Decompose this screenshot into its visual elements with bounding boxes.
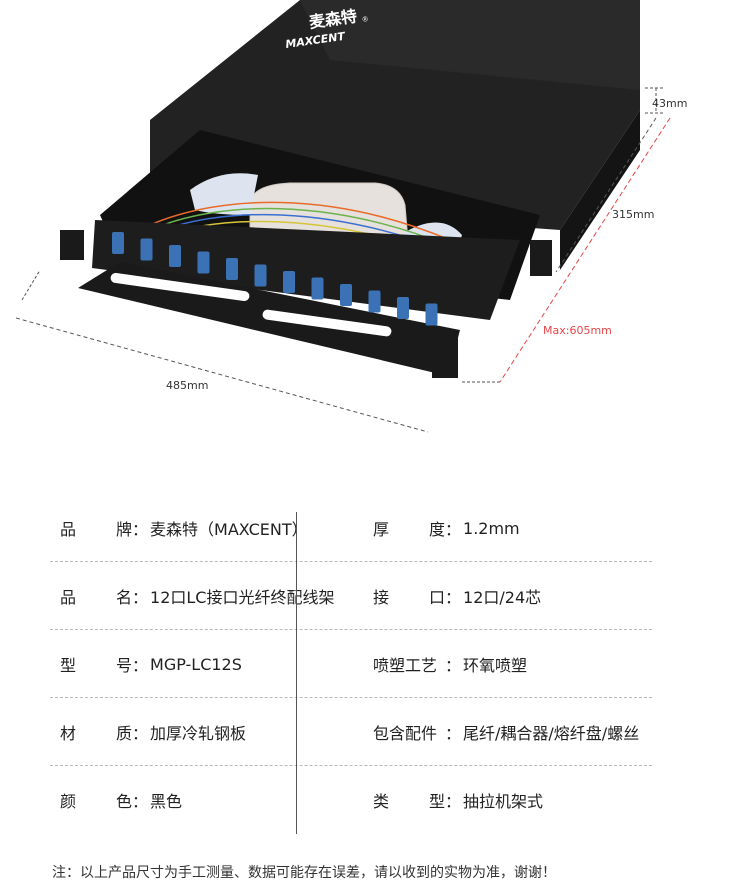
spec-row-separator: [50, 697, 652, 698]
spec-row: 品名：12口LC接口光纤终配线架接口：12口/24芯: [50, 562, 652, 630]
logo-mark: ®: [361, 15, 369, 24]
spec-label-char: 颜: [60, 792, 77, 811]
spec-label: 颜色: [60, 788, 132, 812]
spec-label-char: 型: [428, 792, 445, 811]
spec-row: 品牌：麦森特（MAXCENT）厚度：1.2mm: [50, 494, 652, 562]
spec-colon: ：: [132, 724, 149, 743]
spec-label-char: 厚: [373, 520, 390, 539]
spec-label-char: 型: [60, 656, 77, 675]
mount-ear-left: [60, 230, 84, 260]
spec-label-char: 喷塑工艺: [373, 656, 438, 675]
spec-cell-right: 包含配件 ：尾纤/耦合器/熔纤盘/螺丝: [373, 698, 663, 766]
lc-adapter: [169, 245, 181, 267]
spec-label-char: 品: [60, 588, 77, 607]
spec-label: 厚度: [373, 516, 445, 540]
spec-label-char: 类: [373, 792, 390, 811]
spec-row-separator: [50, 629, 652, 630]
spec-cell-left: 材质：加厚冷轧钢板: [60, 698, 350, 766]
spec-label: 包含配件: [373, 720, 445, 744]
lc-adapter: [311, 277, 324, 300]
lc-adapter: [140, 238, 153, 261]
spec-value: 加厚冷轧钢板: [150, 724, 247, 743]
spec-label-char: 质: [115, 724, 132, 743]
spec-colon: ：: [132, 588, 149, 607]
lc-adapter: [112, 232, 124, 254]
lc-adapter: [226, 258, 238, 280]
spec-row: 材质：加厚冷轧钢板包含配件：尾纤/耦合器/熔纤盘/螺丝: [50, 698, 652, 766]
spec-value: 麦森特（MAXCENT）: [150, 520, 308, 539]
lc-adapter: [254, 264, 267, 287]
spec-label-char: 号: [115, 656, 132, 675]
spec-column-divider: [296, 512, 297, 834]
spec-label: 材质: [60, 720, 132, 744]
dim-width: 485mm: [166, 379, 208, 392]
spec-cell-left: 品名：12口LC接口光纤终配线架: [60, 562, 350, 630]
spec-label: 喷塑工艺: [373, 652, 445, 676]
spec-value: 12口LC接口光纤终配线架: [150, 588, 335, 607]
spec-label-char: 名: [115, 588, 132, 607]
spec-row: 颜色：黑色类型：抽拉机架式: [50, 766, 652, 834]
spec-value: MGP-LC12S: [150, 654, 242, 674]
spec-cell-left: 颜色：黑色: [60, 766, 350, 834]
spec-label: 品牌: [60, 516, 132, 540]
spec-colon: ：: [445, 656, 462, 675]
spec-label-char: 接: [373, 588, 390, 607]
spec-colon: ：: [445, 520, 462, 539]
spec-label-char: 口: [428, 588, 445, 607]
lc-adapter: [283, 271, 295, 293]
product-image: 麦森特 ® MAXCENT 43mm 315mm Max:605mm 485mm: [15, 0, 687, 433]
spec-colon: ：: [445, 792, 462, 811]
spec-row-separator: [50, 765, 652, 766]
fiber-patch-panel-illustration: 麦森特 ® MAXCENT 43mm 315mm Max:605mm 485mm: [15, 0, 687, 433]
spec-value: 抽拉机架式: [463, 792, 544, 811]
spec-value: 黑色: [150, 792, 183, 811]
spec-colon: ：: [132, 520, 149, 539]
spec-cell-right: 厚度：1.2mm: [373, 494, 663, 562]
spec-row-separator: [50, 561, 652, 562]
spec-label-char: 包含配件: [373, 724, 438, 743]
spec-label: 类型: [373, 788, 445, 812]
spec-value: 1.2mm: [463, 518, 520, 538]
panel-side: [560, 110, 640, 270]
lc-adapter: [425, 303, 438, 326]
spec-colon: ：: [132, 792, 149, 811]
spec-label-char: 牌: [115, 520, 132, 539]
dim-depth: 315mm: [612, 208, 654, 221]
lc-adapter: [340, 284, 352, 306]
lc-adapter: [397, 297, 409, 319]
spec-label-char: 度: [428, 520, 445, 539]
spec-label: 接口: [373, 584, 445, 608]
lc-adapter: [197, 251, 210, 274]
spec-label-char: 色: [115, 792, 132, 811]
spec-cell-right: 类型：抽拉机架式: [373, 766, 663, 834]
dim-height: 43mm: [652, 97, 687, 110]
spec-cell-left: 品牌：麦森特（MAXCENT）: [60, 494, 350, 562]
front-faceplate: [92, 220, 520, 320]
spec-value: 12口/24芯: [463, 588, 542, 607]
spec-label: 型号: [60, 652, 132, 676]
spec-colon: ：: [445, 588, 462, 607]
spec-label: 品名: [60, 584, 132, 608]
spec-cell-right: 接口：12口/24芯: [373, 562, 663, 630]
fiber-spool-left: [190, 173, 258, 215]
disclaimer-note: 注：以上产品尺寸为手工测量、数据可能存在误差，请以收到的实物为准，谢谢！: [52, 865, 556, 881]
mount-ear-right: [530, 240, 552, 276]
spec-cell-left: 型号：MGP-LC12S: [60, 630, 350, 698]
spec-label-char: 材: [60, 724, 77, 743]
spec-value: 尾纤/耦合器/熔纤盘/螺丝: [463, 724, 640, 743]
spec-value: 环氧喷塑: [463, 656, 528, 675]
spec-colon: ：: [445, 724, 462, 743]
lc-adapters: [112, 232, 438, 326]
lc-adapter: [368, 290, 381, 313]
spec-label-char: 品: [60, 520, 77, 539]
dim-max-extension: Max:605mm: [543, 324, 612, 337]
spec-colon: ：: [132, 656, 149, 675]
spec-cell-right: 喷塑工艺 ：环氧喷塑: [373, 630, 663, 698]
